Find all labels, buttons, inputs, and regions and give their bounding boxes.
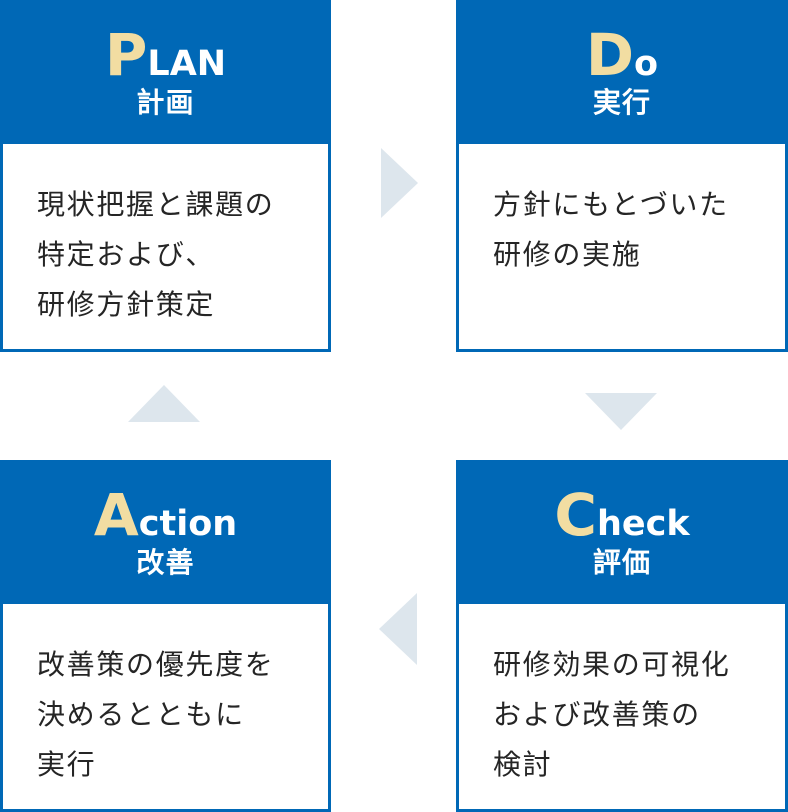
card-action: Action 改善 改善策の優先度を 決めるとともに 実行 <box>0 460 331 812</box>
plan-title: PLAN <box>105 26 226 84</box>
action-subtitle: 改善 <box>136 545 195 579</box>
arrow-up-icon <box>128 385 200 422</box>
check-body-line: 研修効果の可視化 <box>493 648 731 681</box>
action-body-line: 決めるとともに <box>37 698 245 731</box>
plan-body-line: 研修方針策定 <box>37 288 216 321</box>
check-body: 研修効果の可視化 および改善策の 検討 <box>456 604 788 812</box>
action-body-line: 改善策の優先度を <box>37 648 275 681</box>
action-title-rest: ction <box>138 503 238 544</box>
do-body-line: 方針にもとづいた <box>493 188 729 221</box>
arrow-down-icon <box>585 393 657 430</box>
action-body: 改善策の優先度を 決めるとともに 実行 <box>0 604 331 812</box>
plan-title-letter: P <box>104 20 148 89</box>
do-title-letter: D <box>585 20 635 89</box>
check-subtitle: 評価 <box>592 545 652 579</box>
plan-header: PLAN 計画 <box>0 0 331 144</box>
plan-body-line: 現状把握と課題の <box>37 188 275 221</box>
card-plan: PLAN 計画 現状把握と課題の 特定および、 研修方針策定 <box>0 0 331 352</box>
do-title-rest: o <box>634 43 659 84</box>
check-title-rest: heck <box>596 503 690 544</box>
arrow-right-icon <box>381 148 418 218</box>
plan-title-rest: LAN <box>147 43 227 84</box>
card-do: Do 実行 方針にもとづいた 研修の実施 <box>456 0 788 352</box>
action-body-line: 実行 <box>37 748 97 781</box>
check-title-letter: C <box>554 480 597 549</box>
action-header: Action 改善 <box>0 460 331 604</box>
do-body-line: 研修の実施 <box>493 238 642 271</box>
plan-body-line: 特定および、 <box>37 238 216 271</box>
do-body: 方針にもとづいた 研修の実施 <box>456 144 788 352</box>
do-header: Do 実行 <box>456 0 788 144</box>
check-header: Check 評価 <box>456 460 788 604</box>
plan-body: 現状把握と課題の 特定および、 研修方針策定 <box>0 144 331 352</box>
card-check: Check 評価 研修効果の可視化 および改善策の 検討 <box>456 460 788 812</box>
do-subtitle: 実行 <box>592 85 652 119</box>
action-title: Action <box>94 486 237 544</box>
check-body-line: 検討 <box>493 748 553 781</box>
plan-subtitle: 計画 <box>136 85 195 119</box>
action-title-letter: A <box>93 480 139 549</box>
check-body-line: および改善策の <box>493 698 701 731</box>
check-title: Check <box>554 486 689 544</box>
do-title: Do <box>586 26 658 84</box>
arrow-left-icon <box>379 593 417 665</box>
